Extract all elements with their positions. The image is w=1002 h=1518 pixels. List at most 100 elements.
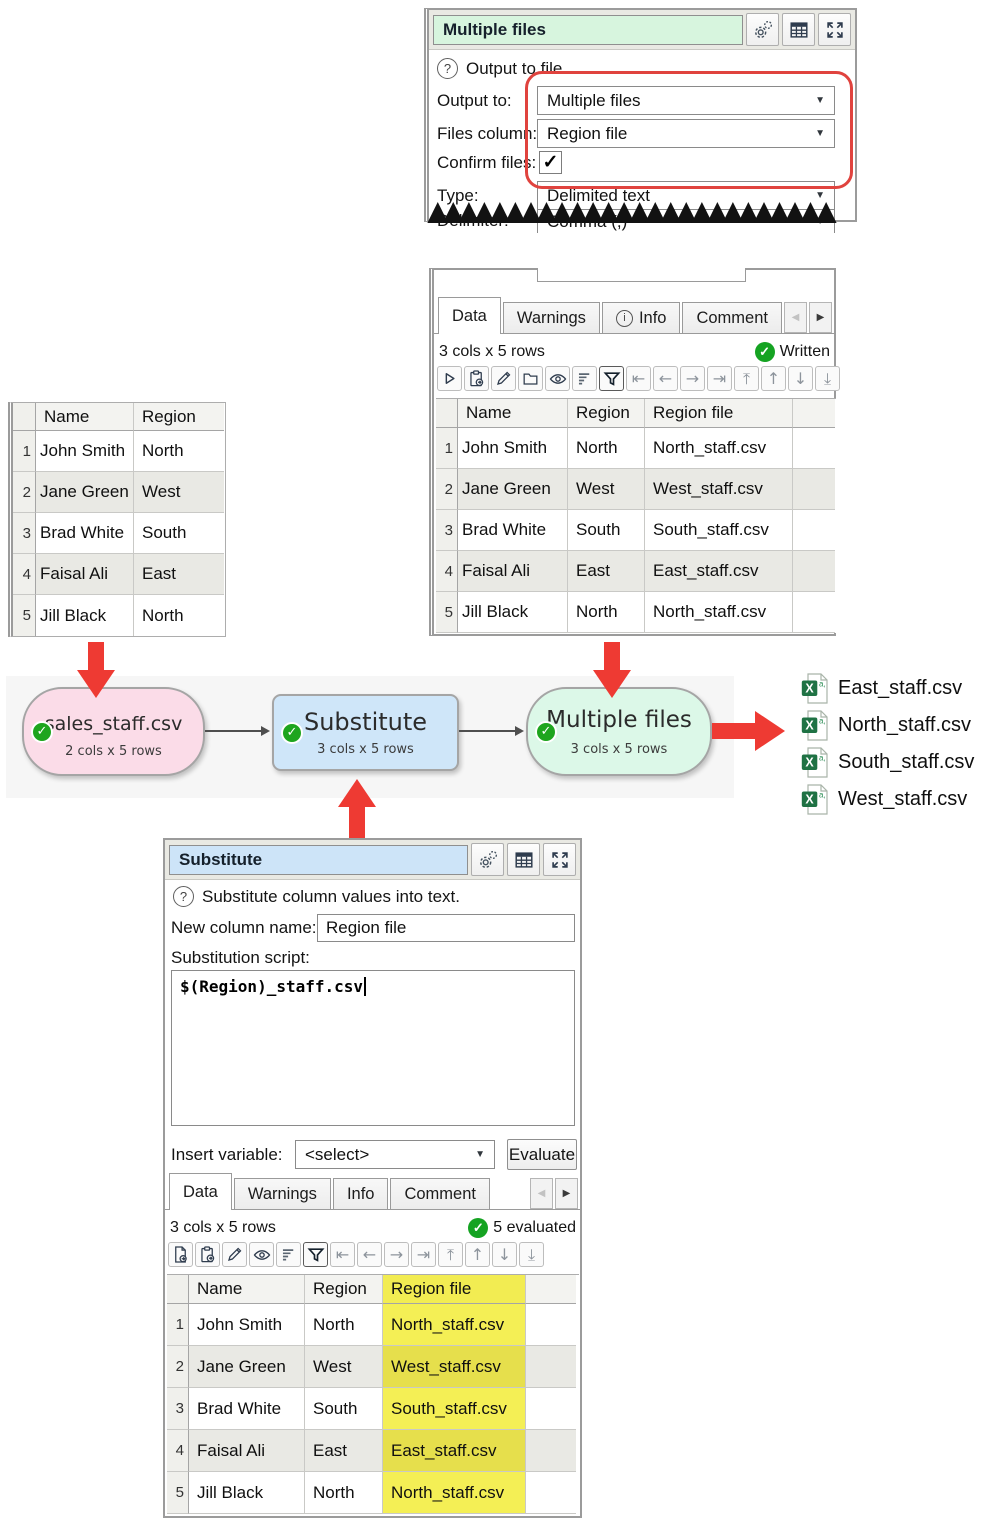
column-header-region[interactable]: Region: [305, 1275, 383, 1304]
row-number[interactable]: 4: [13, 554, 36, 595]
row-number[interactable]: 1: [13, 431, 36, 472]
tab-scroll-right-button[interactable]: ▶: [809, 302, 832, 333]
cell-region[interactable]: West: [568, 469, 645, 510]
move-last-column-button[interactable]: ⇥: [411, 1242, 436, 1267]
row-number[interactable]: 2: [13, 472, 36, 513]
corner-cell[interactable]: [167, 1275, 189, 1304]
cell-name[interactable]: Brad White: [458, 510, 568, 551]
cell-region[interactable]: East: [568, 551, 645, 592]
filter-icon[interactable]: [599, 366, 624, 391]
cell-name[interactable]: John Smith: [458, 428, 568, 469]
tab-data[interactable]: Data: [438, 297, 501, 334]
empty-cell[interactable]: [793, 592, 835, 633]
settings-button[interactable]: [471, 843, 504, 876]
cell-region-file[interactable]: North_staff.csv: [645, 592, 793, 633]
paste-button[interactable]: [195, 1242, 220, 1267]
empty-cell[interactable]: [526, 1430, 576, 1472]
tab-warnings[interactable]: Warnings: [233, 1178, 331, 1209]
cell-name[interactable]: Jill Black: [36, 595, 134, 636]
cell-region[interactable]: North: [134, 431, 224, 472]
move-bottom-row-button[interactable]: ⤓: [519, 1242, 544, 1267]
cell-name[interactable]: Jane Green: [189, 1346, 305, 1388]
move-column-left-button[interactable]: ←: [357, 1242, 382, 1267]
move-column-right-button[interactable]: →: [680, 366, 705, 391]
cell-region-file[interactable]: West_staff.csv: [645, 469, 793, 510]
substitution-script-textarea[interactable]: $(Region)_staff.csv: [171, 970, 575, 1126]
column-header-region[interactable]: Region: [134, 403, 224, 431]
empty-cell[interactable]: [526, 1388, 576, 1430]
row-number[interactable]: 3: [13, 513, 36, 554]
tab-warnings[interactable]: Warnings: [502, 302, 600, 333]
confirm-files-checkbox[interactable]: [539, 151, 562, 174]
evaluate-button[interactable]: Evaluate: [507, 1139, 577, 1170]
move-row-up-button[interactable]: ↑: [465, 1242, 490, 1267]
edit-icon[interactable]: [491, 366, 516, 391]
sort-icon[interactable]: [572, 366, 597, 391]
new-column-input[interactable]: Region file: [317, 914, 575, 942]
corner-cell[interactable]: [436, 399, 458, 428]
empty-header-cell[interactable]: [526, 1275, 576, 1304]
column-header-region-file[interactable]: Region file: [645, 399, 793, 428]
cell-region[interactable]: East: [305, 1430, 383, 1472]
move-row-up-button[interactable]: ↑: [761, 366, 786, 391]
cell-region[interactable]: North: [305, 1304, 383, 1346]
cell-name[interactable]: Brad White: [189, 1388, 305, 1430]
tab-data[interactable]: Data: [169, 1173, 232, 1210]
row-number[interactable]: 3: [167, 1388, 189, 1430]
cell-region[interactable]: South: [134, 513, 224, 554]
row-number[interactable]: 3: [436, 510, 458, 551]
empty-cell[interactable]: [793, 428, 835, 469]
tab-scroll-right-button[interactable]: ▶: [555, 1178, 578, 1209]
row-number[interactable]: 1: [436, 428, 458, 469]
column-header-name[interactable]: Name: [458, 399, 568, 428]
tab-scroll-left-button[interactable]: ◀: [784, 302, 807, 333]
cell-name[interactable]: Brad White: [36, 513, 134, 554]
cell-region[interactable]: West: [134, 472, 224, 513]
cell-region[interactable]: North: [305, 1472, 383, 1514]
settings-button[interactable]: [746, 13, 779, 46]
flow-node-multiple-files[interactable]: Multiple files 3 cols x 5 rows: [526, 687, 712, 776]
row-number[interactable]: 5: [436, 592, 458, 633]
cell-region-file[interactable]: East_staff.csv: [383, 1430, 526, 1472]
output-to-select[interactable]: Multiple files ▼: [537, 86, 835, 115]
cell-name[interactable]: Jill Black: [458, 592, 568, 633]
move-bottom-row-button[interactable]: ⤓: [815, 366, 840, 391]
cell-name[interactable]: Jane Green: [458, 469, 568, 510]
move-top-row-button[interactable]: ⤒: [438, 1242, 463, 1267]
cell-region-file[interactable]: West_staff.csv: [383, 1346, 526, 1388]
tab-info[interactable]: Info: [332, 1178, 389, 1209]
maximize-button[interactable]: [543, 843, 576, 876]
cell-region-file[interactable]: South_staff.csv: [645, 510, 793, 551]
move-column-right-button[interactable]: →: [384, 1242, 409, 1267]
column-header-region[interactable]: Region: [568, 399, 645, 428]
tab-scroll-left-button[interactable]: ◀: [530, 1178, 553, 1209]
cell-region[interactable]: North: [142, 605, 184, 625]
files-column-select[interactable]: Region file ▼: [537, 119, 835, 148]
help-icon[interactable]: [437, 58, 458, 79]
cell-region-file[interactable]: North_staff.csv: [383, 1304, 526, 1346]
insert-variable-select[interactable]: <select> ▼: [295, 1140, 495, 1169]
table-view-button[interactable]: [507, 843, 540, 876]
maximize-button[interactable]: [818, 13, 851, 46]
tab-info[interactable]: Info: [601, 302, 681, 333]
cell-region[interactable]: South: [305, 1388, 383, 1430]
cell-region[interactable]: North: [568, 592, 645, 633]
row-number[interactable]: 4: [436, 551, 458, 592]
flow-node-source[interactable]: sales_staff.csv 2 cols x 5 rows: [22, 687, 205, 776]
cell-name[interactable]: Faisal Ali: [36, 554, 134, 595]
cell-region-file[interactable]: North_staff.csv: [383, 1472, 526, 1514]
cell-name[interactable]: Jill Black: [189, 1472, 305, 1514]
row-number[interactable]: 5: [167, 1472, 189, 1514]
edit-icon[interactable]: [222, 1242, 247, 1267]
cell-region[interactable]: South: [568, 510, 645, 551]
row-number[interactable]: 2: [436, 469, 458, 510]
new-document-button[interactable]: [168, 1242, 193, 1267]
cell-name[interactable]: John Smith: [36, 431, 134, 472]
empty-cell[interactable]: [793, 510, 835, 551]
column-header-name[interactable]: Name: [189, 1275, 305, 1304]
empty-cell[interactable]: [526, 1472, 576, 1514]
cell-name[interactable]: Jane Green: [36, 472, 134, 513]
